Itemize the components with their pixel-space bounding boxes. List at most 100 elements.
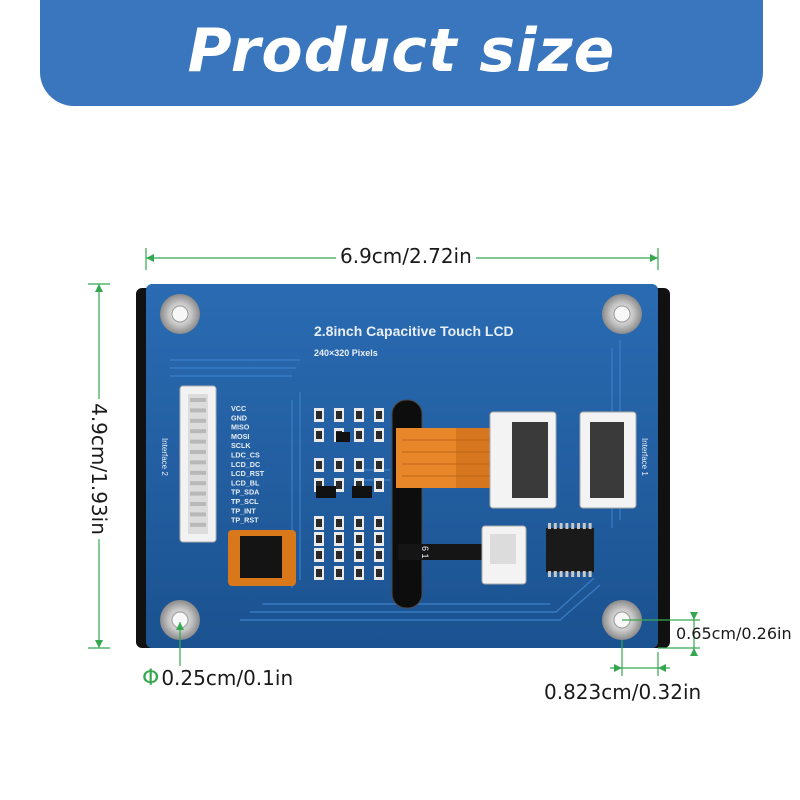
- board-title: 2.8inch Capacitive Touch LCD: [314, 323, 514, 339]
- smd-resistor: [314, 458, 324, 472]
- connector-pin: [190, 418, 206, 423]
- mounting-hole-bottom-left: [160, 600, 200, 640]
- connector-pin: [190, 408, 206, 413]
- ic-pin: [548, 523, 551, 529]
- smd-resistor: [334, 478, 344, 492]
- ic-pin: [565, 523, 569, 529]
- ic-pins: [548, 523, 592, 577]
- smd-resistor: [354, 428, 364, 442]
- title-banner: Product size: [40, 0, 763, 106]
- ic-pin: [582, 523, 586, 529]
- connector-pin: [190, 470, 206, 475]
- connector-pin: [190, 398, 206, 402]
- smd-resistor: [314, 532, 324, 546]
- smd-resistor: [354, 566, 364, 580]
- connector-pin: [190, 450, 206, 454]
- connector-pin: [190, 522, 206, 527]
- smd-resistor: [314, 478, 324, 492]
- smd-resistor: [374, 548, 384, 562]
- smd-resistor: [354, 516, 364, 530]
- pin-label: TP_INT: [231, 506, 256, 515]
- diameter-symbol: Φ: [142, 666, 160, 691]
- pin-label: LCD_RST: [231, 469, 265, 478]
- hole-offset-vertical-label: 0.65cm/0.26in: [676, 624, 792, 643]
- connector-pin: [190, 429, 206, 434]
- interface-1-connector: [579, 411, 637, 509]
- ic-pin: [588, 523, 592, 529]
- connector-pin: [190, 491, 206, 496]
- width-label: 6.9cm/2.72in: [336, 244, 476, 268]
- height-label-wrap: 4.9cm/1.93in: [74, 294, 124, 644]
- pin-label: LCD_BL: [231, 478, 260, 487]
- smd-resistor: [374, 428, 384, 442]
- dimension-hole: [176, 622, 184, 666]
- pin-label: TP_SDA: [231, 488, 259, 497]
- connector-pin: [190, 502, 206, 506]
- pin-label: LDC_CS: [231, 451, 260, 460]
- smd-resistor: [334, 532, 344, 546]
- smd-resistor: [334, 408, 344, 422]
- pin-labels: VCCGNDMISOMOSISCLKLDC_CSLCD_DCLCD_RSTLCD…: [231, 404, 265, 525]
- ic-pin: [548, 571, 551, 577]
- smd-resistor: [354, 458, 364, 472]
- smd-resistor: [314, 516, 324, 530]
- smd-resistor: [334, 566, 344, 580]
- mounting-hole-top-right: [602, 294, 642, 334]
- ic-pin: [559, 523, 563, 529]
- smd-resistor: [334, 458, 344, 472]
- mounting-hole-top-left: [160, 294, 200, 334]
- dimension-offset-horizontal: [610, 640, 670, 676]
- ic-pin: [571, 571, 575, 577]
- smd-resistor: [334, 516, 344, 530]
- pin-label: TP_SCL: [231, 497, 259, 506]
- hole-diameter-value: 0.25cm/0.1in: [161, 666, 294, 690]
- ic-chip: [546, 528, 594, 572]
- hole-offset-horizontal-label: 0.823cm/0.32in: [544, 680, 702, 704]
- transistors: [316, 432, 372, 498]
- touch-controller-chip: [228, 530, 296, 586]
- ic-pin: [588, 571, 592, 577]
- smd-resistor: [354, 548, 364, 562]
- interface-1-label: Interface 1: [640, 438, 649, 476]
- smd-resistor: [354, 478, 364, 492]
- connector-pin: [190, 481, 206, 486]
- black-flex-cable: [398, 544, 484, 560]
- connector-label: 6 1: [420, 546, 430, 559]
- pin-label: MISO: [231, 423, 250, 432]
- dimension-offset-vertical: [622, 612, 700, 656]
- smd-resistor: [354, 532, 364, 546]
- connector-pin: [190, 460, 206, 465]
- smd-resistor: [314, 566, 324, 580]
- flex-cable: [396, 428, 494, 488]
- page-title: Product size: [187, 16, 616, 86]
- smd-resistor: [314, 548, 324, 562]
- connector-pin: [190, 439, 206, 444]
- pin-label: MOSI: [231, 432, 249, 441]
- small-connector: [481, 525, 527, 585]
- fpc-connector-main: [489, 411, 557, 509]
- pin-label: VCC: [231, 404, 246, 413]
- smd-resistor: [334, 548, 344, 562]
- ic-pin: [571, 523, 575, 529]
- smd-resistor: [314, 428, 324, 442]
- height-label: 4.9cm/1.93in: [87, 399, 112, 539]
- smd-resistor: [374, 566, 384, 580]
- smd-resistor: [374, 532, 384, 546]
- ic-pin: [565, 571, 569, 577]
- pin-label: TP_RST: [231, 516, 259, 525]
- ic-pin: [559, 571, 563, 577]
- ic-pin: [577, 523, 580, 529]
- smd-resistor: [374, 458, 384, 472]
- smd-resistor: [314, 408, 324, 422]
- smd-components: [314, 408, 384, 580]
- pin-label: LCD_DC: [231, 460, 260, 469]
- interface-2-label: Interface 2: [160, 438, 169, 476]
- smd-resistor: [374, 478, 384, 492]
- connector-pins: [190, 398, 206, 527]
- ic-pin: [553, 571, 557, 577]
- ic-pin: [577, 571, 580, 577]
- smd-resistor: [354, 408, 364, 422]
- smd-resistor: [374, 516, 384, 530]
